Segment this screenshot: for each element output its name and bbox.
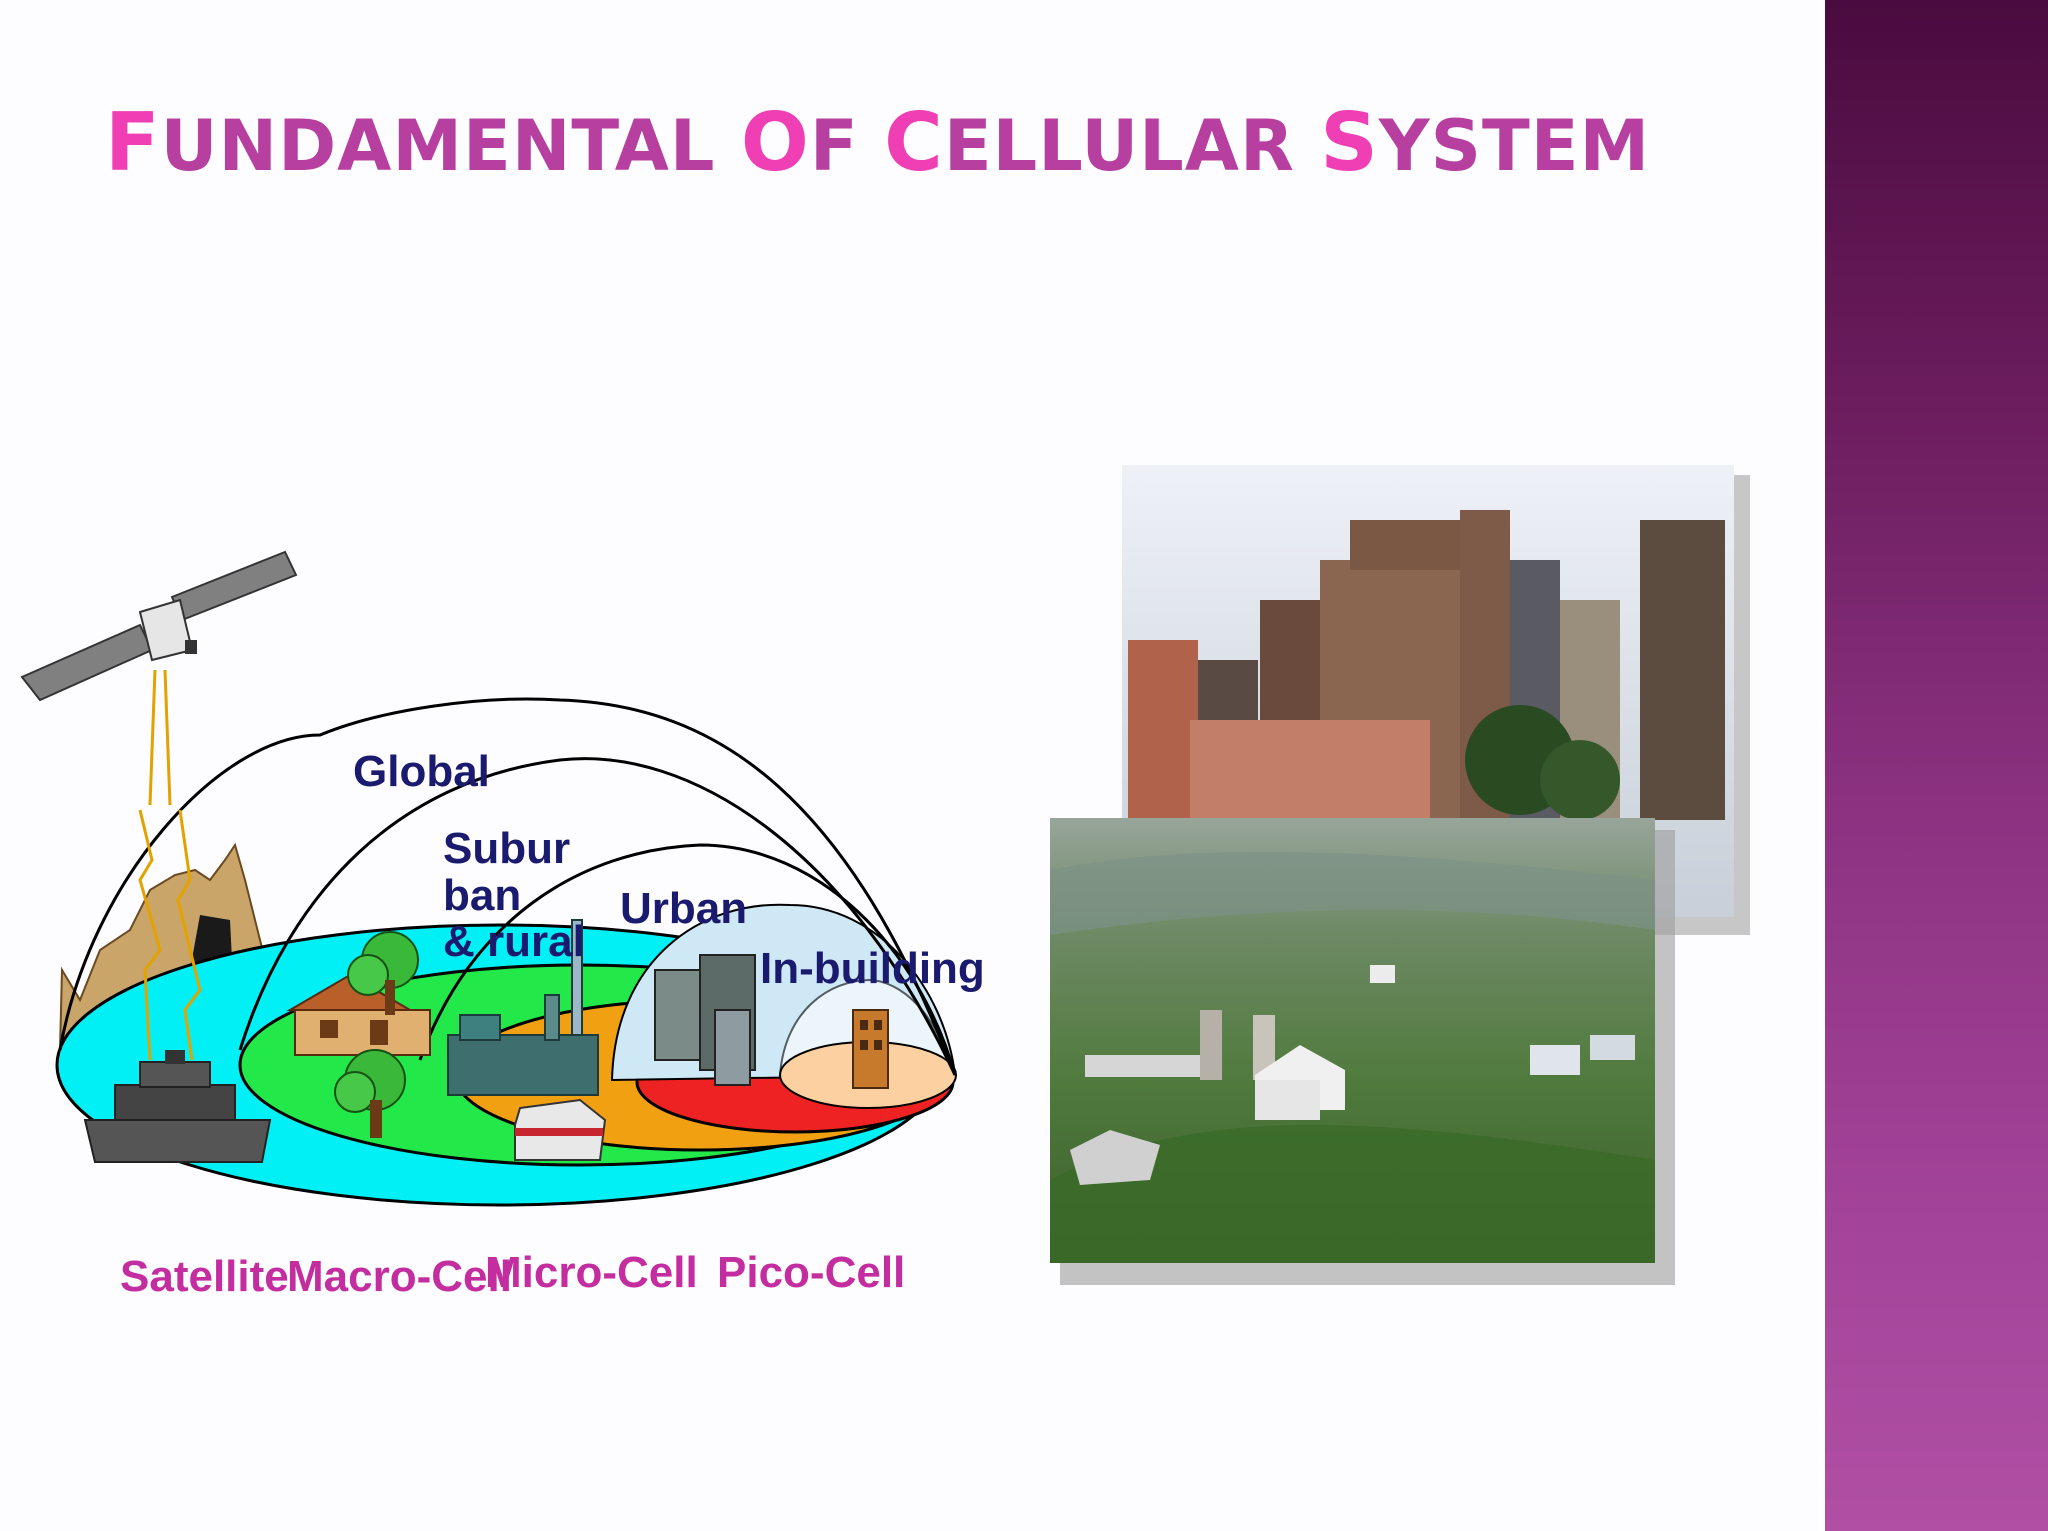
global-label: Global xyxy=(353,747,490,796)
urban-label: Urban xyxy=(620,884,748,933)
train-icon xyxy=(514,1098,607,1161)
title-capital-letter: F xyxy=(105,96,161,189)
global-arc xyxy=(58,697,957,1076)
title-capital-letter: O xyxy=(740,96,810,189)
title-text: F xyxy=(809,105,885,187)
title-capital-letter: S xyxy=(1320,96,1379,189)
decorative-sidebar xyxy=(1825,0,2048,1531)
in-building-icon xyxy=(852,1009,889,1089)
macro-cell-label: Macro-Cell xyxy=(287,1252,512,1301)
title-text: YSTEM xyxy=(1378,105,1651,187)
house-icon xyxy=(286,973,431,1056)
slide-title: FUNDAMENTAL OF CELLULAR SYSTEM xyxy=(105,96,1650,189)
suburban-label-line-1: Subur xyxy=(443,824,571,873)
in-building-label: In-building xyxy=(760,944,985,993)
title-text: UNDAMENTAL xyxy=(160,105,741,187)
cellular-coverage-diagram xyxy=(20,550,957,1207)
satellite-icon xyxy=(20,550,298,1061)
suburban-label-line-2: ban xyxy=(443,871,522,920)
farm-photo xyxy=(1050,818,1675,1285)
tree-icon xyxy=(347,931,419,1015)
satellite-cell-label: Satellite xyxy=(120,1252,289,1301)
micro-cell-label: Micro-Cell xyxy=(485,1248,698,1297)
photo-collage xyxy=(1050,465,1750,1285)
title-text: ELLULAR xyxy=(943,105,1321,187)
title-capital-letter: C xyxy=(884,96,944,189)
suburban-label-line-3: & rural xyxy=(443,917,585,966)
tree-icon xyxy=(334,1049,406,1138)
ship-icon xyxy=(83,1050,272,1163)
skyscraper-icon xyxy=(654,954,756,1086)
pico-cell-label: Pico-Cell xyxy=(717,1248,906,1297)
factory-icon xyxy=(447,919,599,1096)
micro-arc xyxy=(418,843,957,1076)
